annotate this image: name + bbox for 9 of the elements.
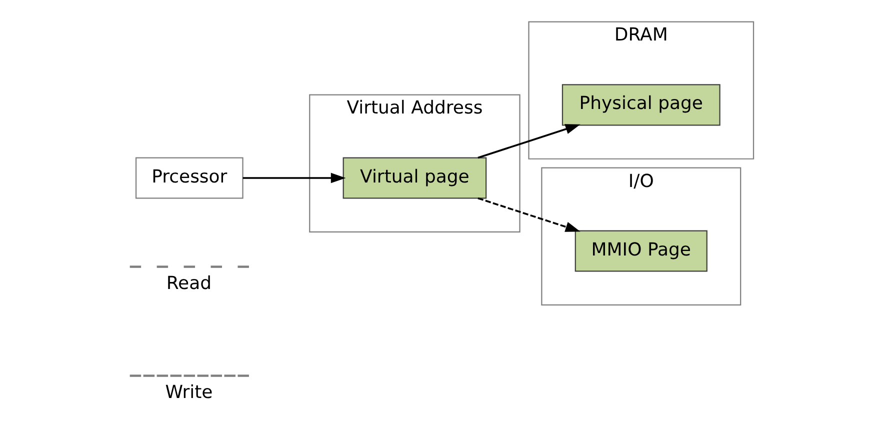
- node-box: Prcessor: [134, 157, 243, 199]
- legend-label: Write: [164, 382, 212, 404]
- arrow: [477, 124, 580, 159]
- node-box: MMIO Page: [574, 230, 707, 272]
- arrow: [477, 197, 580, 232]
- node-box: Physical page: [561, 84, 720, 126]
- node-box: Virtual page: [342, 157, 486, 199]
- arrow: [242, 172, 346, 184]
- legend-label: Read: [166, 273, 212, 294]
